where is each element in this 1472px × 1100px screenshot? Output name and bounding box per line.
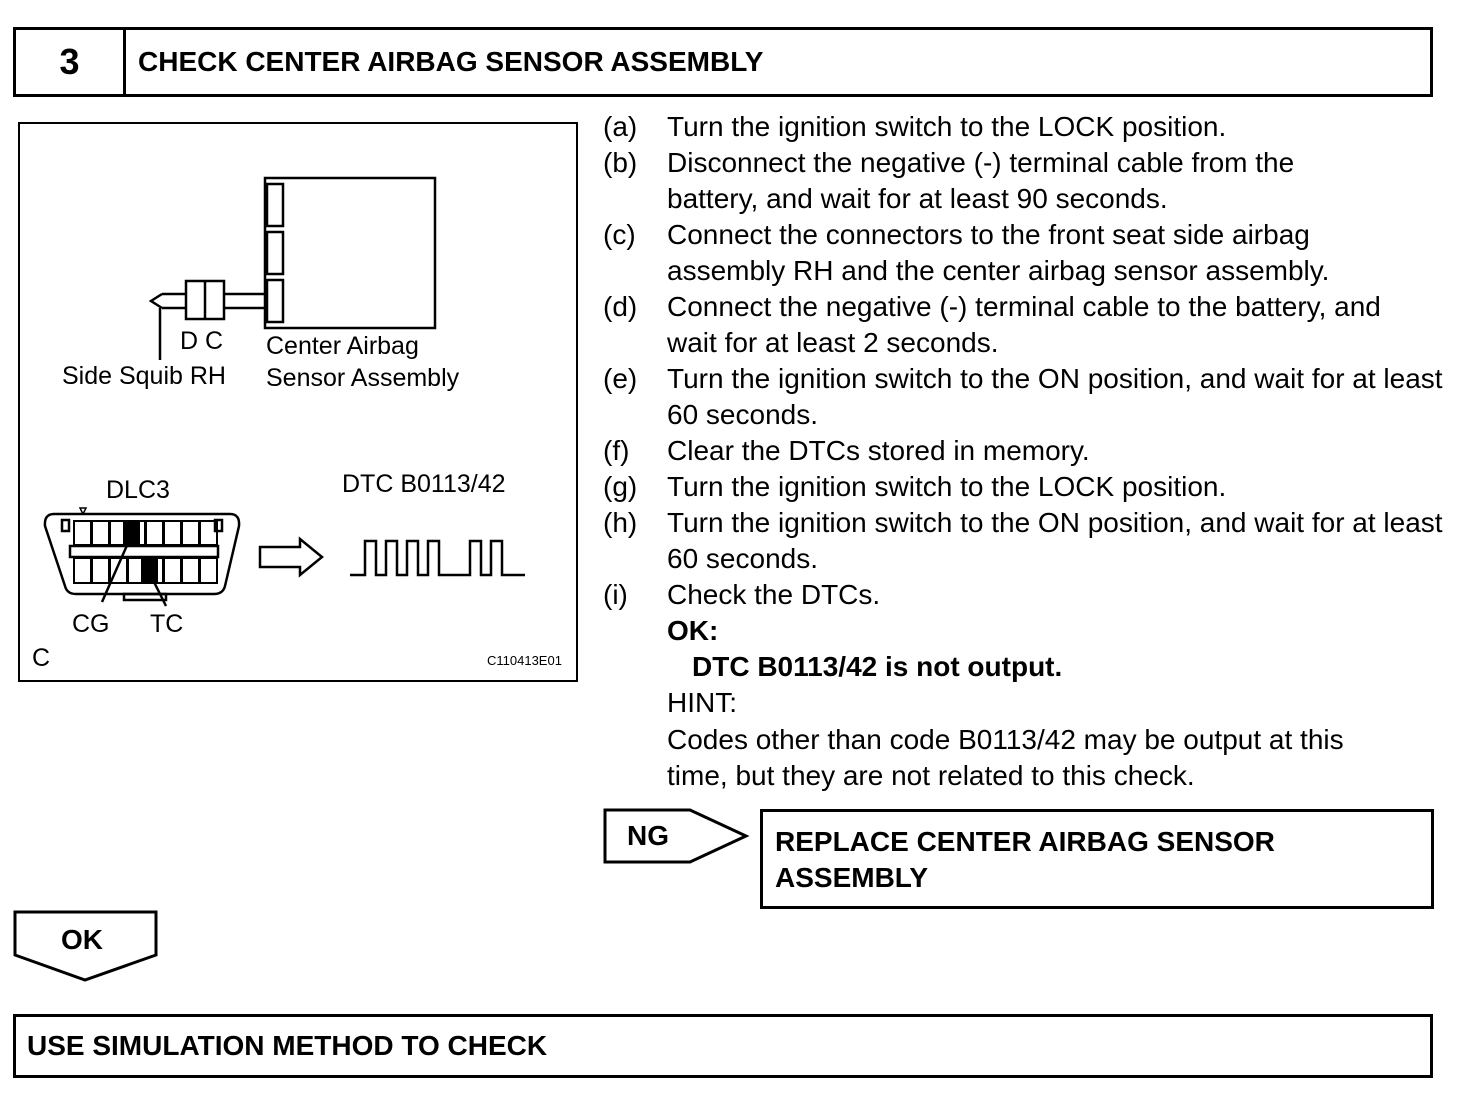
ng-label: NG — [627, 820, 669, 851]
dlc3-pin — [181, 520, 200, 546]
step-header: 3 CHECK CENTER AIRBAG SENSOR ASSEMBLY — [13, 27, 1433, 97]
dlc3-pin — [199, 520, 218, 546]
step-number: 3 — [16, 30, 126, 94]
hint-line-2: time, but they are not related to this c… — [667, 760, 1195, 791]
figure-code: C110413E01 — [487, 653, 562, 668]
dc-label: D C — [180, 327, 224, 355]
cg-label: CG — [72, 610, 110, 638]
cg-pin — [123, 521, 140, 545]
dtc-label: DTC B0113/42 — [342, 470, 506, 498]
tc-pin — [141, 558, 158, 583]
dlc3-pin — [163, 520, 182, 546]
ok-arrow-shape — [13, 910, 158, 982]
sensor-connector-2 — [265, 230, 285, 276]
dlc3-label: DLC3 — [106, 476, 170, 504]
dlc3-pin — [199, 557, 218, 584]
sensor-assembly-box — [263, 176, 437, 330]
ng-action-text: REPLACE CENTER AIRBAG SENSOR ASSEMBLY — [775, 826, 1275, 893]
sensor-connector-1 — [265, 182, 285, 228]
dlc3-connector — [43, 512, 241, 596]
next-step-text: USE SIMULATION METHOD TO CHECK — [27, 1030, 548, 1061]
figure-letter: C — [32, 644, 51, 672]
sensor-assembly-label: Sensor Assembly — [266, 364, 460, 392]
hint-label: HINT: — [667, 687, 737, 718]
dlc3-pin — [163, 557, 182, 584]
dlc3-pin — [181, 557, 200, 584]
dlc3-pin — [91, 520, 110, 546]
dlc3-pin — [91, 557, 110, 584]
dlc3-pin — [73, 557, 92, 584]
ng-arrow-shape — [603, 808, 750, 864]
tc-label: TC — [150, 610, 184, 638]
dtc-waveform — [350, 539, 525, 577]
step-title: CHECK CENTER AIRBAG SENSOR ASSEMBLY — [138, 46, 764, 77]
wiring-diagram — [43, 176, 525, 607]
ok-criteria-value: DTC B0113/42 is not output. — [692, 651, 1063, 682]
illustration-figure: D C Center Airbag Sensor Assembly Side S… — [18, 122, 578, 682]
ng-action-box: REPLACE CENTER AIRBAG SENSOR ASSEMBLY — [760, 809, 1434, 909]
dlc3-pin — [73, 520, 92, 546]
next-step-box: USE SIMULATION METHOD TO CHECK — [13, 1014, 1433, 1078]
side-squib-label: Side Squib RH — [62, 362, 226, 390]
ok-criteria-label: OK: — [667, 615, 719, 646]
sensor-connector-3 — [265, 278, 285, 324]
dlc3-pin — [145, 520, 164, 546]
arrow-right-icon — [258, 536, 324, 578]
ok-label: OK — [61, 924, 103, 955]
center-airbag-label: Center Airbag — [266, 332, 419, 360]
hint-line-1: Codes other than code B0113/42 may be ou… — [667, 724, 1344, 755]
